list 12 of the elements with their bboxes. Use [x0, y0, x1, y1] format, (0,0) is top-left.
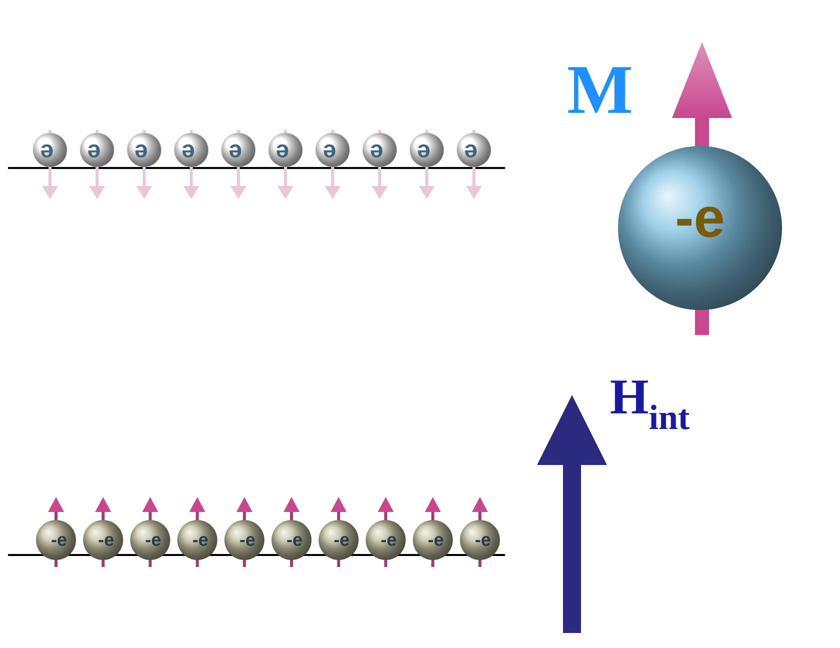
- field-label: H$_{int}$: [610, 380, 690, 430]
- electron-drawing: e: [456, 130, 492, 199]
- electron-drawing: e: [221, 130, 256, 199]
- electron-drawing: e: [32, 130, 68, 199]
- electron-drawing: e: [362, 130, 397, 199]
- electron-drawing: e: [80, 130, 114, 199]
- electron-drawing: e: [174, 130, 208, 199]
- electron-drawing: e: [127, 130, 162, 199]
- electron-drawing: e: [410, 130, 444, 199]
- electron-drawing: e: [268, 130, 303, 199]
- electron-drawing: e: [315, 130, 350, 199]
- electron-drawing: -e: [460, 497, 500, 567]
